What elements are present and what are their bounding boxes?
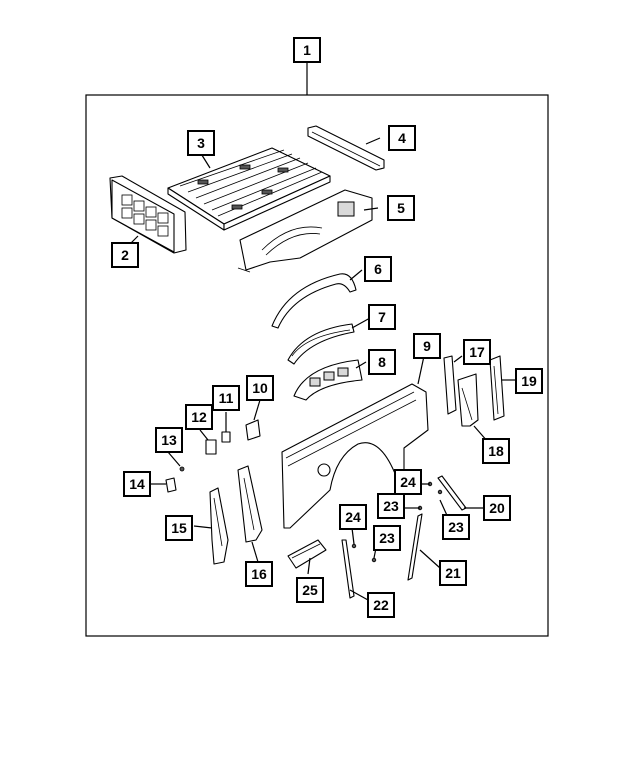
part-clip-bracket (205, 439, 217, 455)
callout-22-label: 22 (373, 597, 389, 613)
callout-10-label: 10 (252, 380, 268, 396)
callout-22: 22 (367, 592, 395, 618)
callout-21: 21 (439, 560, 467, 586)
callout-13-label: 13 (161, 432, 177, 448)
callout-18: 18 (482, 438, 510, 464)
callout-6-label: 6 (374, 261, 382, 277)
callout-17-label: 17 (469, 344, 485, 360)
callout-9-label: 9 (423, 338, 431, 354)
callout-13: 13 (155, 427, 183, 453)
callout-23-middle: 23 (377, 493, 405, 519)
callout-19-label: 19 (521, 373, 537, 389)
callout-3: 3 (187, 130, 215, 156)
callout-3-label: 3 (197, 135, 205, 151)
callout-16-label: 16 (251, 566, 267, 582)
callout-11-label: 11 (219, 390, 234, 406)
callout-5-label: 5 (397, 200, 405, 216)
callout-25-label: 25 (302, 582, 318, 598)
part-clip (221, 431, 231, 443)
callout-24-lower: 24 (339, 504, 367, 530)
callout-23-right-label: 23 (448, 519, 464, 535)
callout-21-label: 21 (445, 565, 461, 581)
callout-8-label: 8 (378, 354, 386, 370)
callout-15: 15 (165, 515, 193, 541)
callout-2-label: 2 (121, 247, 129, 263)
callout-20: 20 (483, 495, 511, 521)
part-front-panel (109, 175, 187, 254)
part-front-corner-pillar (209, 487, 229, 565)
part-front-pillar-reinforcement (237, 465, 263, 543)
callout-23-lower: 23 (373, 525, 401, 551)
callout-18-label: 18 (488, 443, 504, 459)
part-rear-pillar (457, 373, 479, 427)
part-wheelhouse-liner (293, 359, 363, 401)
callout-24-lower-label: 24 (345, 509, 361, 525)
callout-2: 2 (111, 242, 139, 268)
callout-11: 11 (212, 385, 240, 411)
callout-23-middle-label: 23 (383, 498, 399, 514)
callout-4-label: 4 (398, 130, 406, 146)
callout-19: 19 (515, 368, 543, 394)
callout-14-label: 14 (129, 476, 145, 492)
callout-12: 12 (185, 404, 213, 430)
callout-24-upper-label: 24 (400, 474, 416, 490)
callout-14: 14 (123, 471, 151, 497)
callout-6: 6 (364, 256, 392, 282)
callout-12-label: 12 (191, 409, 207, 425)
callout-17: 17 (463, 339, 491, 365)
part-rear-pillar-bracket (443, 355, 457, 415)
part-retainer (165, 477, 177, 493)
assembly-frame (85, 94, 549, 637)
part-header-rail (307, 125, 385, 171)
callout-16: 16 (245, 561, 273, 587)
callout-7-label: 7 (378, 309, 386, 325)
part-lower-strip (341, 539, 355, 599)
part-small-bracket (245, 419, 261, 441)
callout-8: 8 (368, 349, 396, 375)
callout-9: 9 (413, 333, 441, 359)
callout-15-label: 15 (171, 520, 187, 536)
part-wheel-arch-molding (287, 323, 355, 365)
part-panel-shield (287, 539, 327, 569)
callout-24-upper: 24 (394, 469, 422, 495)
callout-20-label: 20 (489, 500, 505, 516)
part-inner-wheelhouse (271, 273, 357, 329)
callout-1: 1 (293, 37, 321, 63)
callout-4: 4 (388, 125, 416, 151)
callout-10: 10 (246, 375, 274, 401)
part-floor (167, 147, 331, 231)
callout-25: 25 (296, 577, 324, 603)
callout-5: 5 (387, 195, 415, 221)
callout-23-right: 23 (442, 514, 470, 540)
part-fastener (179, 466, 185, 472)
part-rear-pillar-outer (489, 355, 505, 421)
part-inner-side-panel (237, 189, 373, 273)
part-sill-strip (407, 513, 423, 581)
callout-1-label: 1 (303, 42, 311, 58)
callout-7: 7 (368, 304, 396, 330)
callout-23-lower-label: 23 (379, 530, 395, 546)
